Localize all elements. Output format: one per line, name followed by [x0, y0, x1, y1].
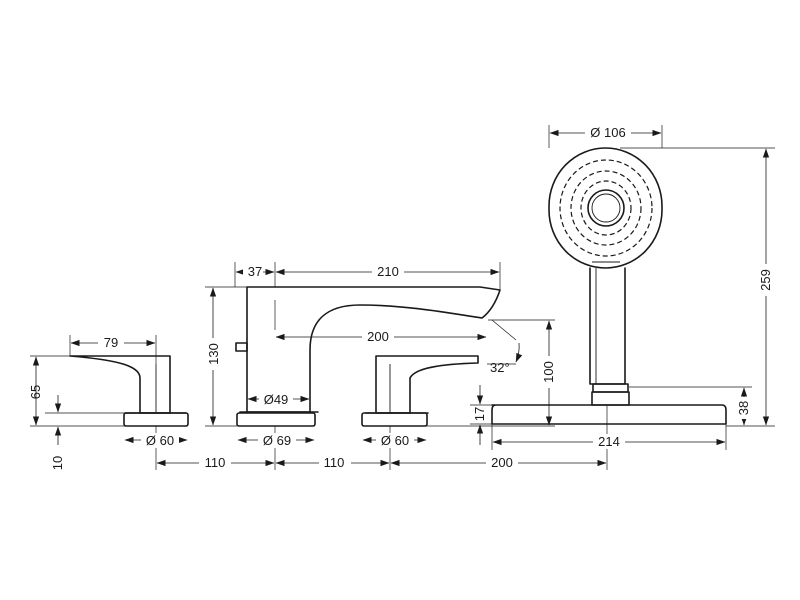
dim-shower-head-diameter: Ø 106 — [590, 125, 625, 140]
dim-spout-angle: 32° — [490, 360, 510, 375]
dim-shower-spacing: 200 — [491, 455, 513, 470]
dim-lever-left-height: 65 — [28, 385, 43, 399]
spout — [235, 286, 501, 427]
dim-spout-reach: 210 — [377, 264, 399, 279]
dim-base-thickness: 10 — [50, 456, 65, 470]
dim-spout-outlet-height: 100 — [541, 361, 556, 383]
extension-lines — [30, 125, 775, 470]
dim-shower-total-height: 259 — [758, 269, 773, 291]
hand-shower — [491, 147, 727, 425]
dim-spout-inner-reach: 200 — [367, 329, 389, 344]
dim-base-left-diameter: Ø 60 — [146, 433, 174, 448]
dim-spout-height: 130 — [206, 343, 221, 365]
right-handle — [361, 355, 479, 427]
dim-shower-plate-width: 214 — [598, 434, 620, 449]
dim-spout-offset: 37 — [248, 264, 262, 279]
dim-spacing-2: 110 — [324, 455, 345, 470]
left-handle — [69, 355, 189, 427]
dim-base-right-diameter: Ø 60 — [381, 433, 409, 448]
dimension-labels: 79 65 10 Ø 60 110 110 200 130 37 210 200… — [28, 125, 773, 470]
dim-base-spout-diameter: Ø 69 — [263, 433, 291, 448]
dim-spout-tube-diameter: Ø49 — [264, 392, 289, 407]
dim-lever-left-width: 79 — [104, 335, 118, 350]
dim-spacing-1: 110 — [205, 455, 226, 470]
dim-shower-plate-thickness: 17 — [472, 407, 487, 421]
dim-shower-holder-height: 38 — [736, 401, 751, 415]
